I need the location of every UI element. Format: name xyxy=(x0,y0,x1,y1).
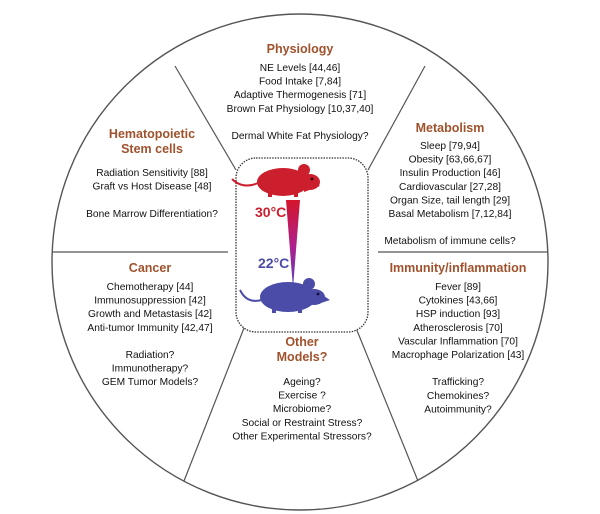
section-item: Immunotherapy? xyxy=(112,364,189,375)
section-item: Basal Metabolism [7,12,84] xyxy=(389,209,512,220)
section-item: Cardiovascular [27,28] xyxy=(399,182,501,193)
section-item: Organ Size, tail length [29] xyxy=(390,195,510,206)
section-item: Anti-tumor Immunity [42,47] xyxy=(87,323,212,334)
section-item: Macrophage Polarization [43] xyxy=(392,350,525,361)
section-item: Chemotherapy [44] xyxy=(107,282,194,293)
section-item: Ageing? xyxy=(283,377,321,388)
section-item: Sleep [79,94] xyxy=(420,141,480,152)
section-title: Other xyxy=(285,335,318,349)
section-item: Trafficking? xyxy=(432,377,484,388)
section-item: Microbiome? xyxy=(273,404,332,415)
section-item: Food Intake [7,84] xyxy=(259,77,341,88)
section-item: Cytokines [43,66] xyxy=(419,296,498,307)
section-item: HSP induction [93] xyxy=(416,309,500,320)
section-item: Graft vs Host Disease [48] xyxy=(93,182,212,193)
section-item: Social or Restraint Stress? xyxy=(242,418,363,429)
divider-line xyxy=(174,65,237,171)
cold-mouse-icon xyxy=(239,278,330,313)
section-title: Cancer xyxy=(129,261,172,275)
section-item: Vascular Inflammation [70] xyxy=(398,336,518,347)
section-item: Other Experimental Stressors? xyxy=(232,431,372,442)
section-item: Bone Marrow Differentiation? xyxy=(86,209,218,220)
divider-line xyxy=(183,327,245,482)
hot-mouse-icon xyxy=(231,164,320,197)
section-item: Metabolism of immune cells? xyxy=(384,236,516,247)
section-title: Metabolism xyxy=(416,121,485,135)
physiology-section: Physiology NE Levels [44,46] Food Intake [… xyxy=(227,42,374,142)
section-item: Brown Fat Physiology [10,37,40] xyxy=(227,104,374,115)
divider-line xyxy=(355,327,419,482)
section-title: Models? xyxy=(277,350,328,364)
section-item: Radiation Sensitivity [88] xyxy=(96,168,208,179)
section-item: Immunosuppression [42] xyxy=(94,296,206,307)
section-title: Physiology xyxy=(267,42,334,56)
section-title: Hematopoietic xyxy=(109,127,195,141)
temperature-gradient-wedge xyxy=(286,200,300,288)
section-item: Autoimmunity? xyxy=(424,404,492,415)
divider-line xyxy=(367,65,426,171)
section-title: Stem cells xyxy=(121,142,183,156)
section-item: Fever [89] xyxy=(435,282,481,293)
section-item: Adaptive Thermogenesis [71] xyxy=(234,90,366,101)
section-item: GEM Tumor Models? xyxy=(102,377,199,388)
section-item: Growth and Metastasis [42] xyxy=(88,309,212,320)
section-item: Obesity [63,66,67] xyxy=(409,155,492,166)
section-item: Chemokines? xyxy=(427,391,490,402)
section-item: Radiation? xyxy=(126,350,175,361)
hot-temperature-label: 30°C xyxy=(255,204,286,220)
section-item: Exercise ? xyxy=(278,391,326,402)
section-item: Atherosclerosis [70] xyxy=(413,323,503,334)
section-item: Dermal White Fat Physiology? xyxy=(231,131,368,142)
cold-temperature-label: 22°C xyxy=(258,255,289,271)
section-item: NE Levels [44,46] xyxy=(260,63,341,74)
section-title: Immunity/inflammation xyxy=(390,261,527,275)
section-item: Insulin Production [46] xyxy=(400,168,501,179)
